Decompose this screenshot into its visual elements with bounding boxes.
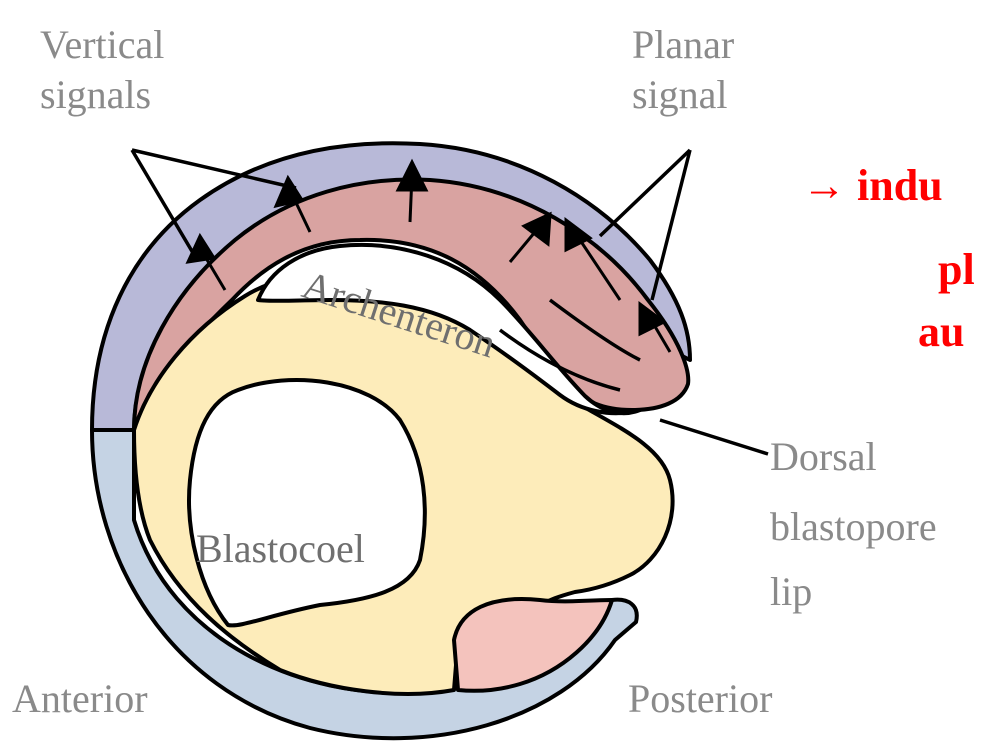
vertical-signals-label-line2: signals <box>40 72 151 117</box>
blastocoel <box>189 380 425 625</box>
planar-signal-label-line1: Planar <box>632 22 734 67</box>
annotation-line3: au <box>918 307 964 356</box>
planar-signal-label-line2: signal <box>632 72 728 117</box>
dorsal-lip-label-line2: blastopore <box>770 504 937 549</box>
posterior-label: Posterior <box>628 676 772 721</box>
anterior-label: Anterior <box>12 676 148 721</box>
dorsal-lip-label-line1: Dorsal <box>770 434 877 479</box>
blastocoel-label: Blastocoel <box>196 526 365 571</box>
vertical-signals-label-line1: Vertical <box>40 22 164 67</box>
dorsal-lip-label-line3: lip <box>770 569 812 614</box>
annotation-line1: → indu <box>802 161 943 210</box>
annotation-line2: pl <box>938 245 975 294</box>
